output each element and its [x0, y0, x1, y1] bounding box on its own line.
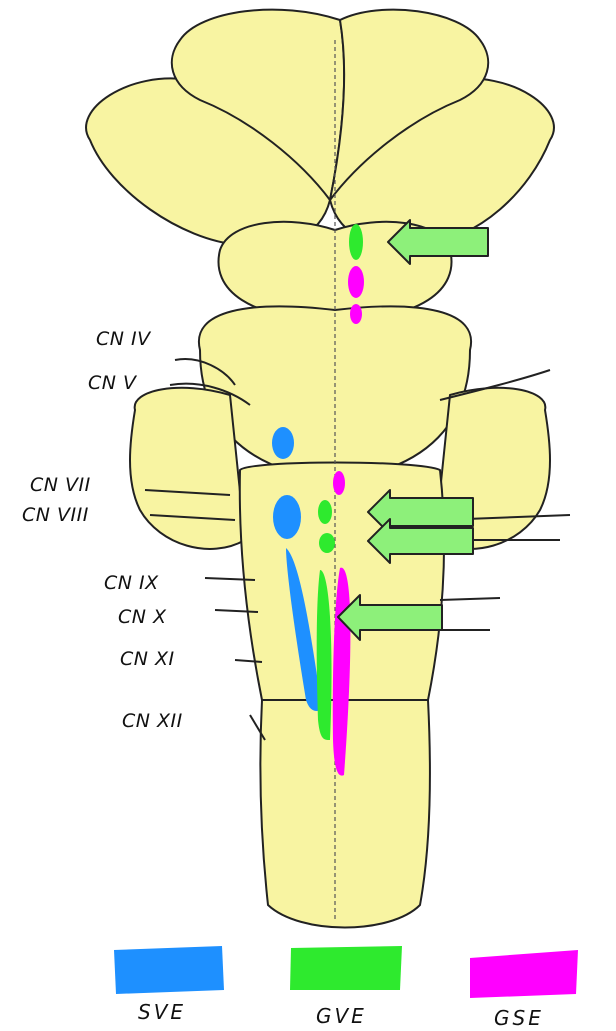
- label-cn-v: CN V: [88, 372, 137, 394]
- left-cerebellar-mass: [130, 388, 245, 549]
- label-cn-xi: CN XI: [120, 648, 175, 670]
- midbrain-gse-nucleus-upper: [348, 266, 364, 298]
- legend-swatch-sve: [114, 946, 224, 994]
- legend-label-gse: GSE: [494, 1006, 544, 1030]
- sve-nucleus-middle: [273, 495, 301, 539]
- legend-swatch-gse: [470, 950, 578, 998]
- label-cn-viii: CN VIII: [22, 504, 89, 526]
- label-cn-ix: CN IX: [104, 572, 159, 594]
- label-cn-iv: CN IV: [96, 328, 151, 350]
- sve-nucleus-upper: [272, 427, 294, 459]
- label-cn-vii: CN VII: [30, 474, 91, 496]
- gse-nucleus-upper: [333, 471, 345, 495]
- label-cn-xii: CN XII: [122, 710, 183, 732]
- legend-label-sve: SVE: [138, 1000, 186, 1024]
- legend-swatch-gve: [290, 946, 402, 990]
- midbrain-gse-nucleus-lower: [350, 304, 362, 324]
- gve-nucleus-middle: [319, 533, 335, 553]
- label-cn-x: CN X: [118, 606, 167, 628]
- gve-nucleus-upper: [318, 500, 332, 524]
- midbrain-gve-nucleus: [349, 224, 363, 260]
- legend-label-gve: GVE: [316, 1004, 367, 1028]
